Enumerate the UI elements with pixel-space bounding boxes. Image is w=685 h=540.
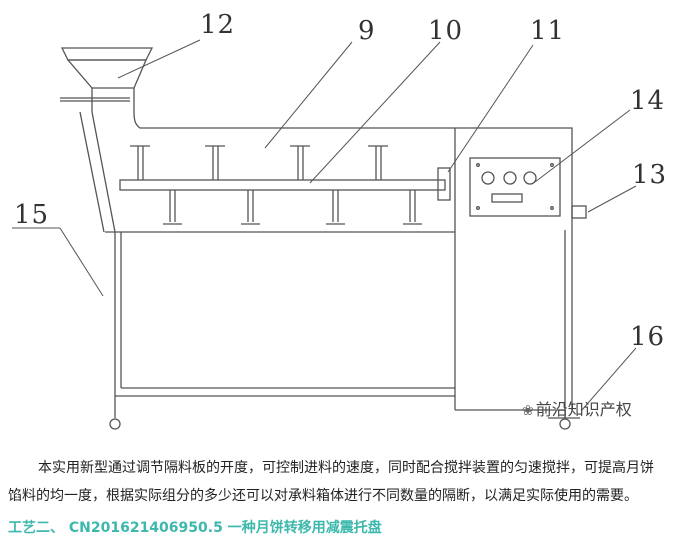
- wechat-icon: ❀: [522, 403, 534, 419]
- paragraph-line-2: 馅料的均一度，根据实际组分的多少还可以对承料箱体进行不同数量的隔断，以满足实际使…: [8, 488, 638, 504]
- upper-stirring-rods: [130, 145, 388, 180]
- paragraph-line-1: 本实用新型通过调节隔料板的开度，可控制进料的速度，同时配合搅拌装置的匀速搅拌，可…: [38, 460, 654, 476]
- part-label-15: 15: [14, 200, 50, 230]
- caster-wheels: [109, 410, 580, 430]
- section-subheading: 工艺二、 CN201621406950.5 一种月饼转移用减震托盘: [8, 520, 382, 536]
- control-panel: [469, 157, 587, 219]
- leader-lines: [12, 39, 637, 411]
- part-label-14: 14: [630, 86, 666, 116]
- part-label-11: 11: [530, 16, 566, 46]
- machine-drawing: [12, 39, 637, 430]
- part-label-13: 13: [632, 160, 668, 190]
- feed-tube: [79, 111, 116, 233]
- partition-plate: [119, 167, 451, 201]
- watermark-text: 前沿知识产权: [535, 400, 632, 419]
- part-label-12: 12: [200, 10, 236, 40]
- watermark: ❀前沿知识产权: [522, 396, 632, 420]
- mixing-tank: [105, 111, 573, 410]
- feed-hopper: [60, 47, 154, 112]
- support-frame: [114, 230, 573, 412]
- part-label-9: 9: [358, 16, 376, 46]
- patent-figure: 12 9 10 11 14 13 15 16 ❀前沿知识产权: [12, 10, 668, 430]
- part-label-10: 10: [428, 16, 464, 46]
- part-label-16: 16: [630, 322, 666, 352]
- lower-stirring-rods: [163, 190, 422, 225]
